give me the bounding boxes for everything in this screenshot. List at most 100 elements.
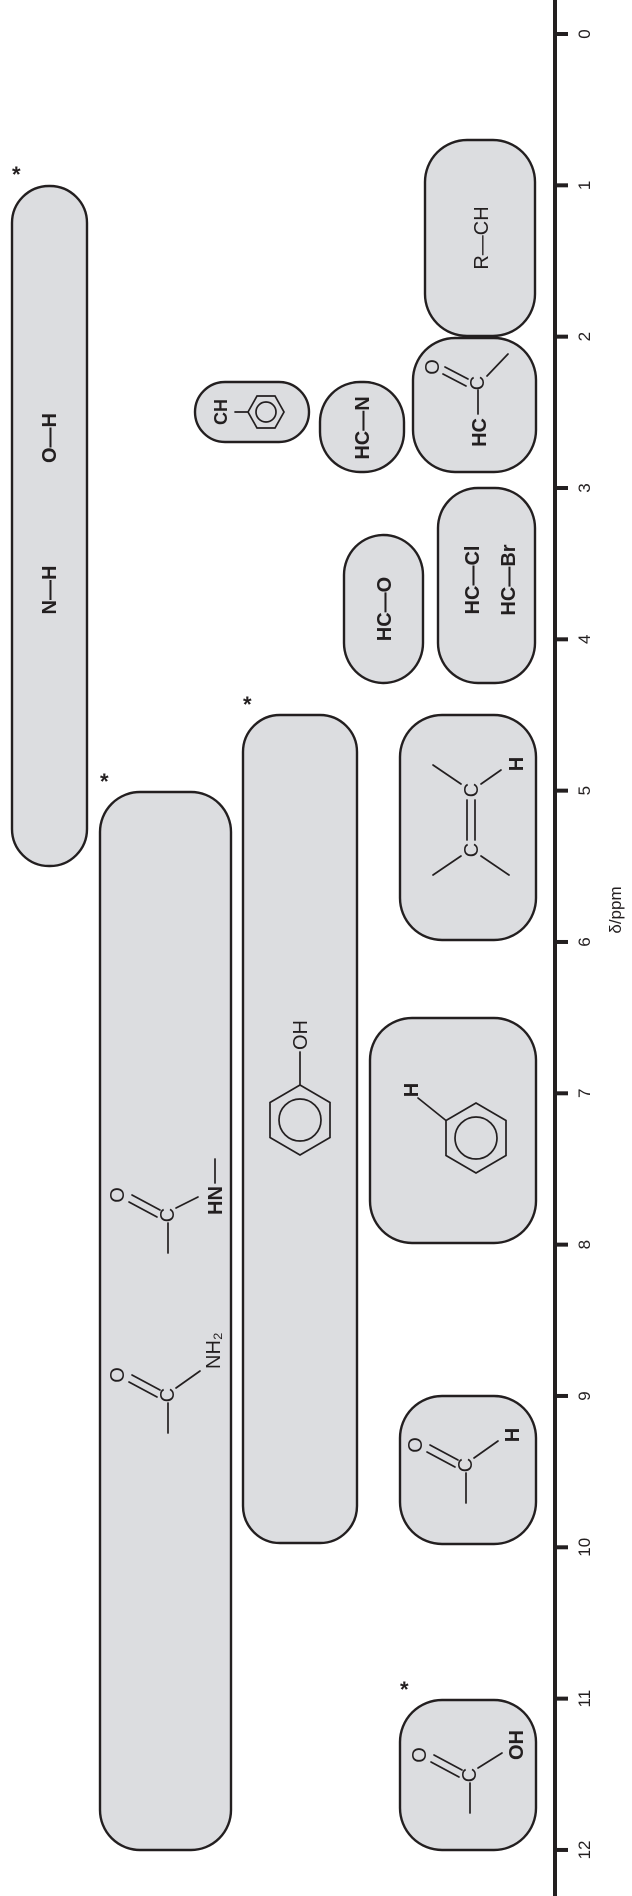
bond (426, 1451, 456, 1468)
range-carboxylic-acid: C O OH * (398, 1677, 538, 1852)
atom-label: O (107, 1187, 129, 1203)
axis-tick-label: 10 (575, 1538, 594, 1557)
phenol-structure: OH (269, 1020, 331, 1156)
benzylic-structure: CH (211, 395, 285, 429)
range-bar (436, 486, 537, 685)
exchangeable-marker: * (12, 162, 21, 187)
axis-tick-label: 11 (575, 1690, 594, 1708)
atom-label: HN (205, 1186, 227, 1215)
range-bar (368, 1016, 538, 1245)
atom-label: OH (506, 1730, 528, 1760)
bond (473, 1440, 499, 1459)
range-amine-ch: HC—N (318, 380, 406, 474)
bond (480, 855, 510, 876)
axis-tick-label: 3 (575, 483, 594, 492)
bond (417, 1097, 447, 1122)
range-label: O—H (39, 413, 61, 463)
axis-tick-label: 0 (575, 29, 594, 38)
range-label: HC—O (374, 577, 396, 641)
carbonyl-ch-structure: HC C O (422, 353, 509, 447)
bond (430, 1761, 460, 1778)
axis-tick-label: 8 (575, 1240, 594, 1249)
range-bar (342, 533, 425, 685)
bond (128, 1381, 158, 1398)
range-bar (398, 713, 538, 942)
range-bar (241, 713, 359, 1545)
bond (131, 1194, 161, 1211)
axis-tick-label: 4 (575, 635, 594, 644)
range-bar (411, 336, 538, 474)
atom-label: O (405, 1437, 427, 1453)
benzene-ring (247, 395, 285, 429)
exchangeable-marker: * (100, 769, 109, 794)
range-haloalkane: HC—Cl HC—Br (436, 486, 537, 685)
bond (477, 1752, 503, 1769)
range-bar (98, 790, 233, 1852)
range-label: HC—Br (498, 544, 520, 615)
atom-label: C (455, 1458, 477, 1472)
atom-label: OH (290, 1020, 312, 1050)
axis-tick-label: 5 (575, 786, 594, 795)
atom-label: CH (211, 399, 231, 425)
bond (432, 764, 462, 785)
aromatic-ring-circle (255, 401, 277, 423)
bond (175, 1196, 199, 1209)
axis-tick-label: 9 (575, 1391, 594, 1400)
amide-nh2-structure: C O NH₂ (107, 1332, 225, 1434)
bond (131, 1374, 161, 1391)
range-bar (193, 380, 311, 444)
range-nh-oh: N—H O—H * (10, 162, 89, 868)
bond (486, 353, 509, 377)
atom-label: H (506, 757, 528, 771)
bond (433, 1754, 463, 1771)
exchangeable-marker: * (243, 692, 252, 717)
range-label: HC—N (352, 396, 374, 459)
range-label: R—CH (471, 206, 493, 269)
atom-label: C (157, 1388, 179, 1402)
axis-tick-label: 6 (575, 937, 594, 946)
range-bar (398, 1698, 538, 1852)
amide-hn-structure: C O HN (107, 1158, 227, 1254)
atom-label: HC (469, 418, 491, 447)
atom-label: H (401, 1083, 423, 1097)
aromatic-structure: H (401, 1083, 507, 1174)
axis-label: δ/ppm (606, 886, 625, 933)
atom-label: H (502, 1428, 524, 1442)
atom-label: C (461, 783, 483, 797)
aldehyde-structure: C O H (405, 1428, 524, 1504)
atom-label: O (107, 1367, 129, 1383)
atom-label: O (409, 1747, 431, 1763)
range-carbonyl-ch: HC C O (411, 336, 538, 474)
bond (429, 1444, 459, 1461)
atom-label: O (422, 359, 444, 375)
bond (444, 366, 469, 380)
range-bar (423, 138, 537, 338)
range-alkene: C C H (398, 713, 538, 942)
atom-label: C (459, 1768, 481, 1782)
range-bar (10, 184, 89, 868)
range-amide: C O NH₂ C O HN * (98, 769, 233, 1852)
range-label: HC—Cl (462, 546, 484, 615)
atom-label: C (461, 843, 483, 857)
bond (128, 1201, 158, 1218)
range-benzylic: CH (193, 380, 311, 444)
axis-tick-label: 7 (575, 1089, 594, 1098)
range-bar (318, 380, 406, 474)
axis-tick-label: 2 (575, 332, 594, 341)
carboxylic-acid-structure: C O OH (409, 1730, 528, 1814)
atom-label: C (467, 376, 489, 390)
alkene-structure: C C H (432, 757, 528, 876)
bond (442, 373, 467, 387)
atom-label: NH₂ (203, 1332, 225, 1369)
aromatic-ring-circle (454, 1116, 498, 1160)
bond (480, 769, 502, 785)
range-aldehyde: C O H (398, 1394, 538, 1546)
range-aromatic: H (368, 1016, 538, 1245)
aromatic-ring-circle (278, 1098, 322, 1142)
range-label: N—H (39, 566, 61, 615)
axis-tick-label: 12 (575, 1840, 594, 1859)
bond (175, 1370, 201, 1389)
